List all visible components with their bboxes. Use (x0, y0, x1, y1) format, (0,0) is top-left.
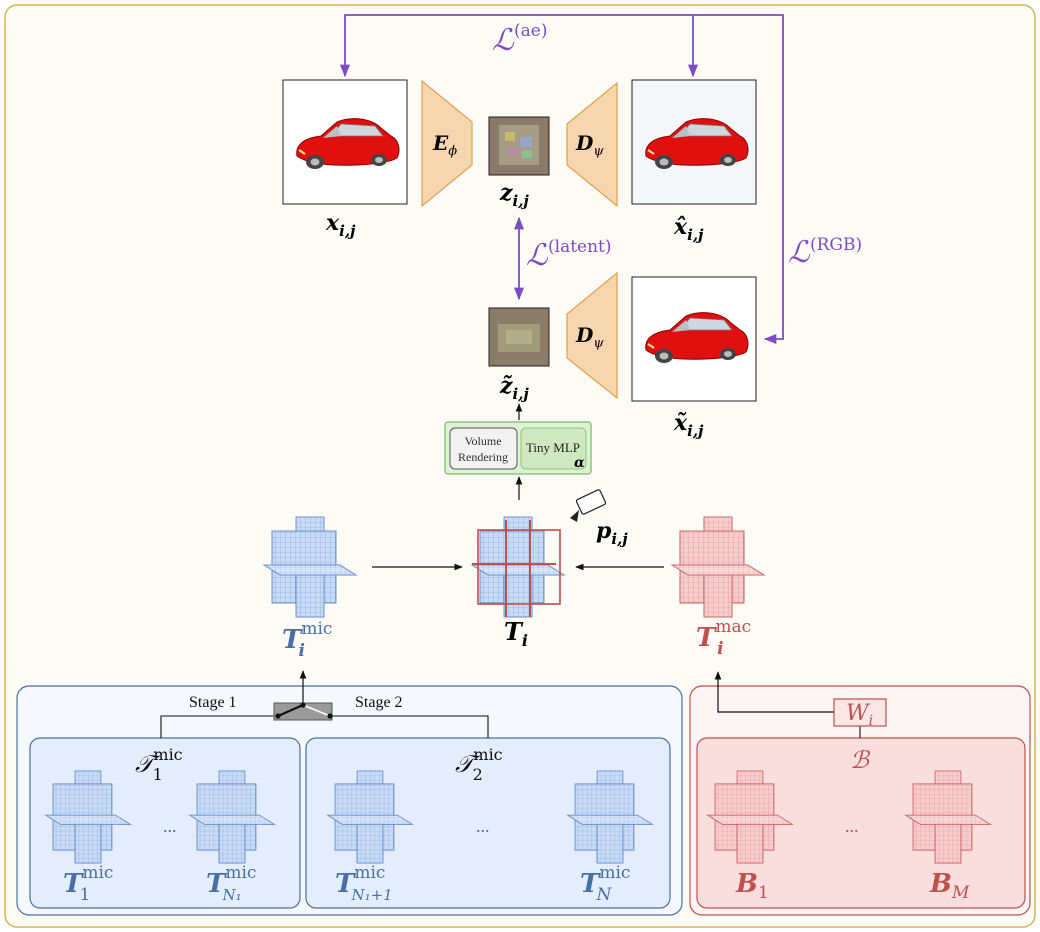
ae-loss-sup: (ae) (514, 21, 547, 41)
macro-item-m-label: BM (929, 869, 970, 903)
tiny-mlp-label: Tiny MLP (526, 440, 580, 455)
basis-label: ℬ (850, 746, 871, 774)
decoder-bottom-label: Dψ (575, 323, 604, 351)
stage-2-label: Stage 2 (355, 694, 403, 711)
rendered-rgb-image (631, 276, 757, 402)
encoder-block (421, 79, 473, 208)
weight-label: Wi (846, 701, 873, 729)
ae-loss-connector (339, 14, 784, 345)
decoder-block-top (566, 81, 618, 208)
ae-loss-symbol: ℒ (492, 23, 515, 58)
rgb-loss-sup: (RGB) (810, 235, 862, 255)
latent-z-image (488, 116, 550, 176)
latent-loss-sup: (latent) (548, 237, 612, 257)
volume-rendering-label-1: Volume (464, 434, 501, 448)
input-image-label: xi,j (325, 210, 356, 240)
combined-triplane-icon (471, 516, 565, 618)
micro-ellipsis-2: ... (476, 816, 490, 836)
renderer-block (444, 421, 592, 475)
decoder-top-label: Dψ (575, 131, 604, 159)
arrow-weight-to-macro (714, 671, 834, 713)
rendered-rgb-label: x̃i,j (673, 410, 704, 440)
stage-1-label: Stage 1 (189, 694, 237, 711)
stage-switch (273, 702, 333, 721)
rendered-latent-image (488, 307, 550, 367)
pose-label: pi,j (596, 518, 628, 548)
reconstructed-image (631, 79, 757, 205)
macro-item-1-label: B1 (735, 869, 769, 903)
latent-loss-symbol: ℒ (526, 238, 549, 273)
encoder-label: Eϕ (432, 131, 457, 159)
rendered-latent-label: z̃i,j (499, 373, 529, 403)
combined-triplane-label: Ti (504, 617, 528, 650)
volume-rendering-label-2: Rendering (458, 450, 508, 464)
macro-ellipsis: ... (845, 816, 859, 836)
weight-box (833, 698, 887, 727)
decoder-block-bottom (566, 271, 618, 400)
input-image (282, 79, 408, 205)
camera-icon (570, 489, 607, 522)
reconstructed-image-label: x̂i,j (673, 214, 704, 244)
tiny-mlp-alpha: α (574, 455, 585, 471)
latent-z-label: zi,j (499, 180, 529, 210)
rgb-loss-symbol: ℒ (788, 235, 811, 270)
micro-ellipsis-1: ... (163, 816, 177, 836)
